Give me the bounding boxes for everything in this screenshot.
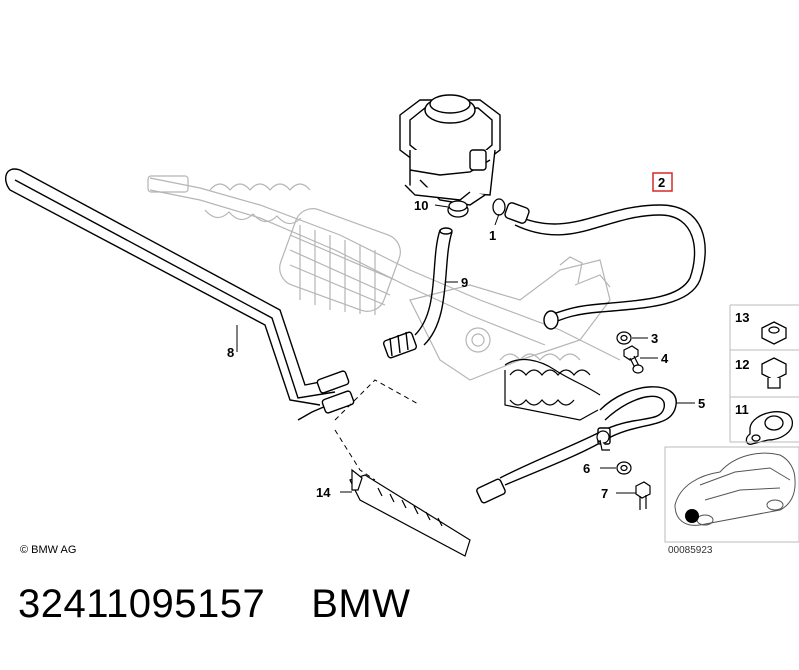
callout-14[interactable]: 14 xyxy=(316,485,331,500)
bracket-dashed xyxy=(334,379,421,481)
callout-8[interactable]: 8 xyxy=(227,345,234,360)
fitting-10 xyxy=(447,200,469,218)
callout-2-highlight xyxy=(652,172,673,192)
location-marker-icon xyxy=(685,509,699,523)
car-locator-inset xyxy=(664,446,799,543)
right-bellows xyxy=(504,358,601,421)
seal-ring-1 xyxy=(492,198,506,216)
washer-3 xyxy=(616,331,632,345)
small-parts-panel xyxy=(729,304,799,443)
brand-name: BMW xyxy=(311,582,411,626)
callout-10[interactable]: 10 xyxy=(414,198,428,213)
return-line-8 xyxy=(4,168,355,421)
callout-4[interactable]: 4 xyxy=(661,351,669,366)
part-number: 32411095157 xyxy=(18,582,266,626)
footer: 32411095157 BMW xyxy=(18,582,411,627)
callout-13[interactable]: 13 xyxy=(735,310,749,325)
reference-number: 00085923 xyxy=(668,545,713,556)
callout-1[interactable]: 1 xyxy=(489,228,496,243)
hose-9 xyxy=(382,227,453,359)
bolt-7 xyxy=(635,481,651,510)
reservoir xyxy=(399,94,501,206)
bolt-12 xyxy=(761,357,787,389)
nut-13 xyxy=(761,321,787,345)
callout-12[interactable]: 12 xyxy=(735,357,749,372)
banjo-fitting xyxy=(596,430,610,451)
bolt-4 xyxy=(623,345,644,374)
callout-9[interactable]: 9 xyxy=(461,275,468,290)
copyright-text: © BMW AG xyxy=(20,544,76,556)
leader-lines xyxy=(236,204,695,494)
hose-2 xyxy=(504,202,706,330)
callout-6[interactable]: 6 xyxy=(583,461,590,476)
callout-7[interactable]: 7 xyxy=(601,486,608,501)
callout-3[interactable]: 3 xyxy=(651,331,658,346)
steering-rack-ghost xyxy=(147,175,621,381)
clip-11 xyxy=(745,411,793,445)
callout-11[interactable]: 11 xyxy=(735,402,749,417)
callout-5[interactable]: 5 xyxy=(698,396,705,411)
washer-6 xyxy=(616,461,632,475)
callout-2[interactable]: 2 xyxy=(658,175,665,190)
cable-tie-14 xyxy=(349,468,471,557)
